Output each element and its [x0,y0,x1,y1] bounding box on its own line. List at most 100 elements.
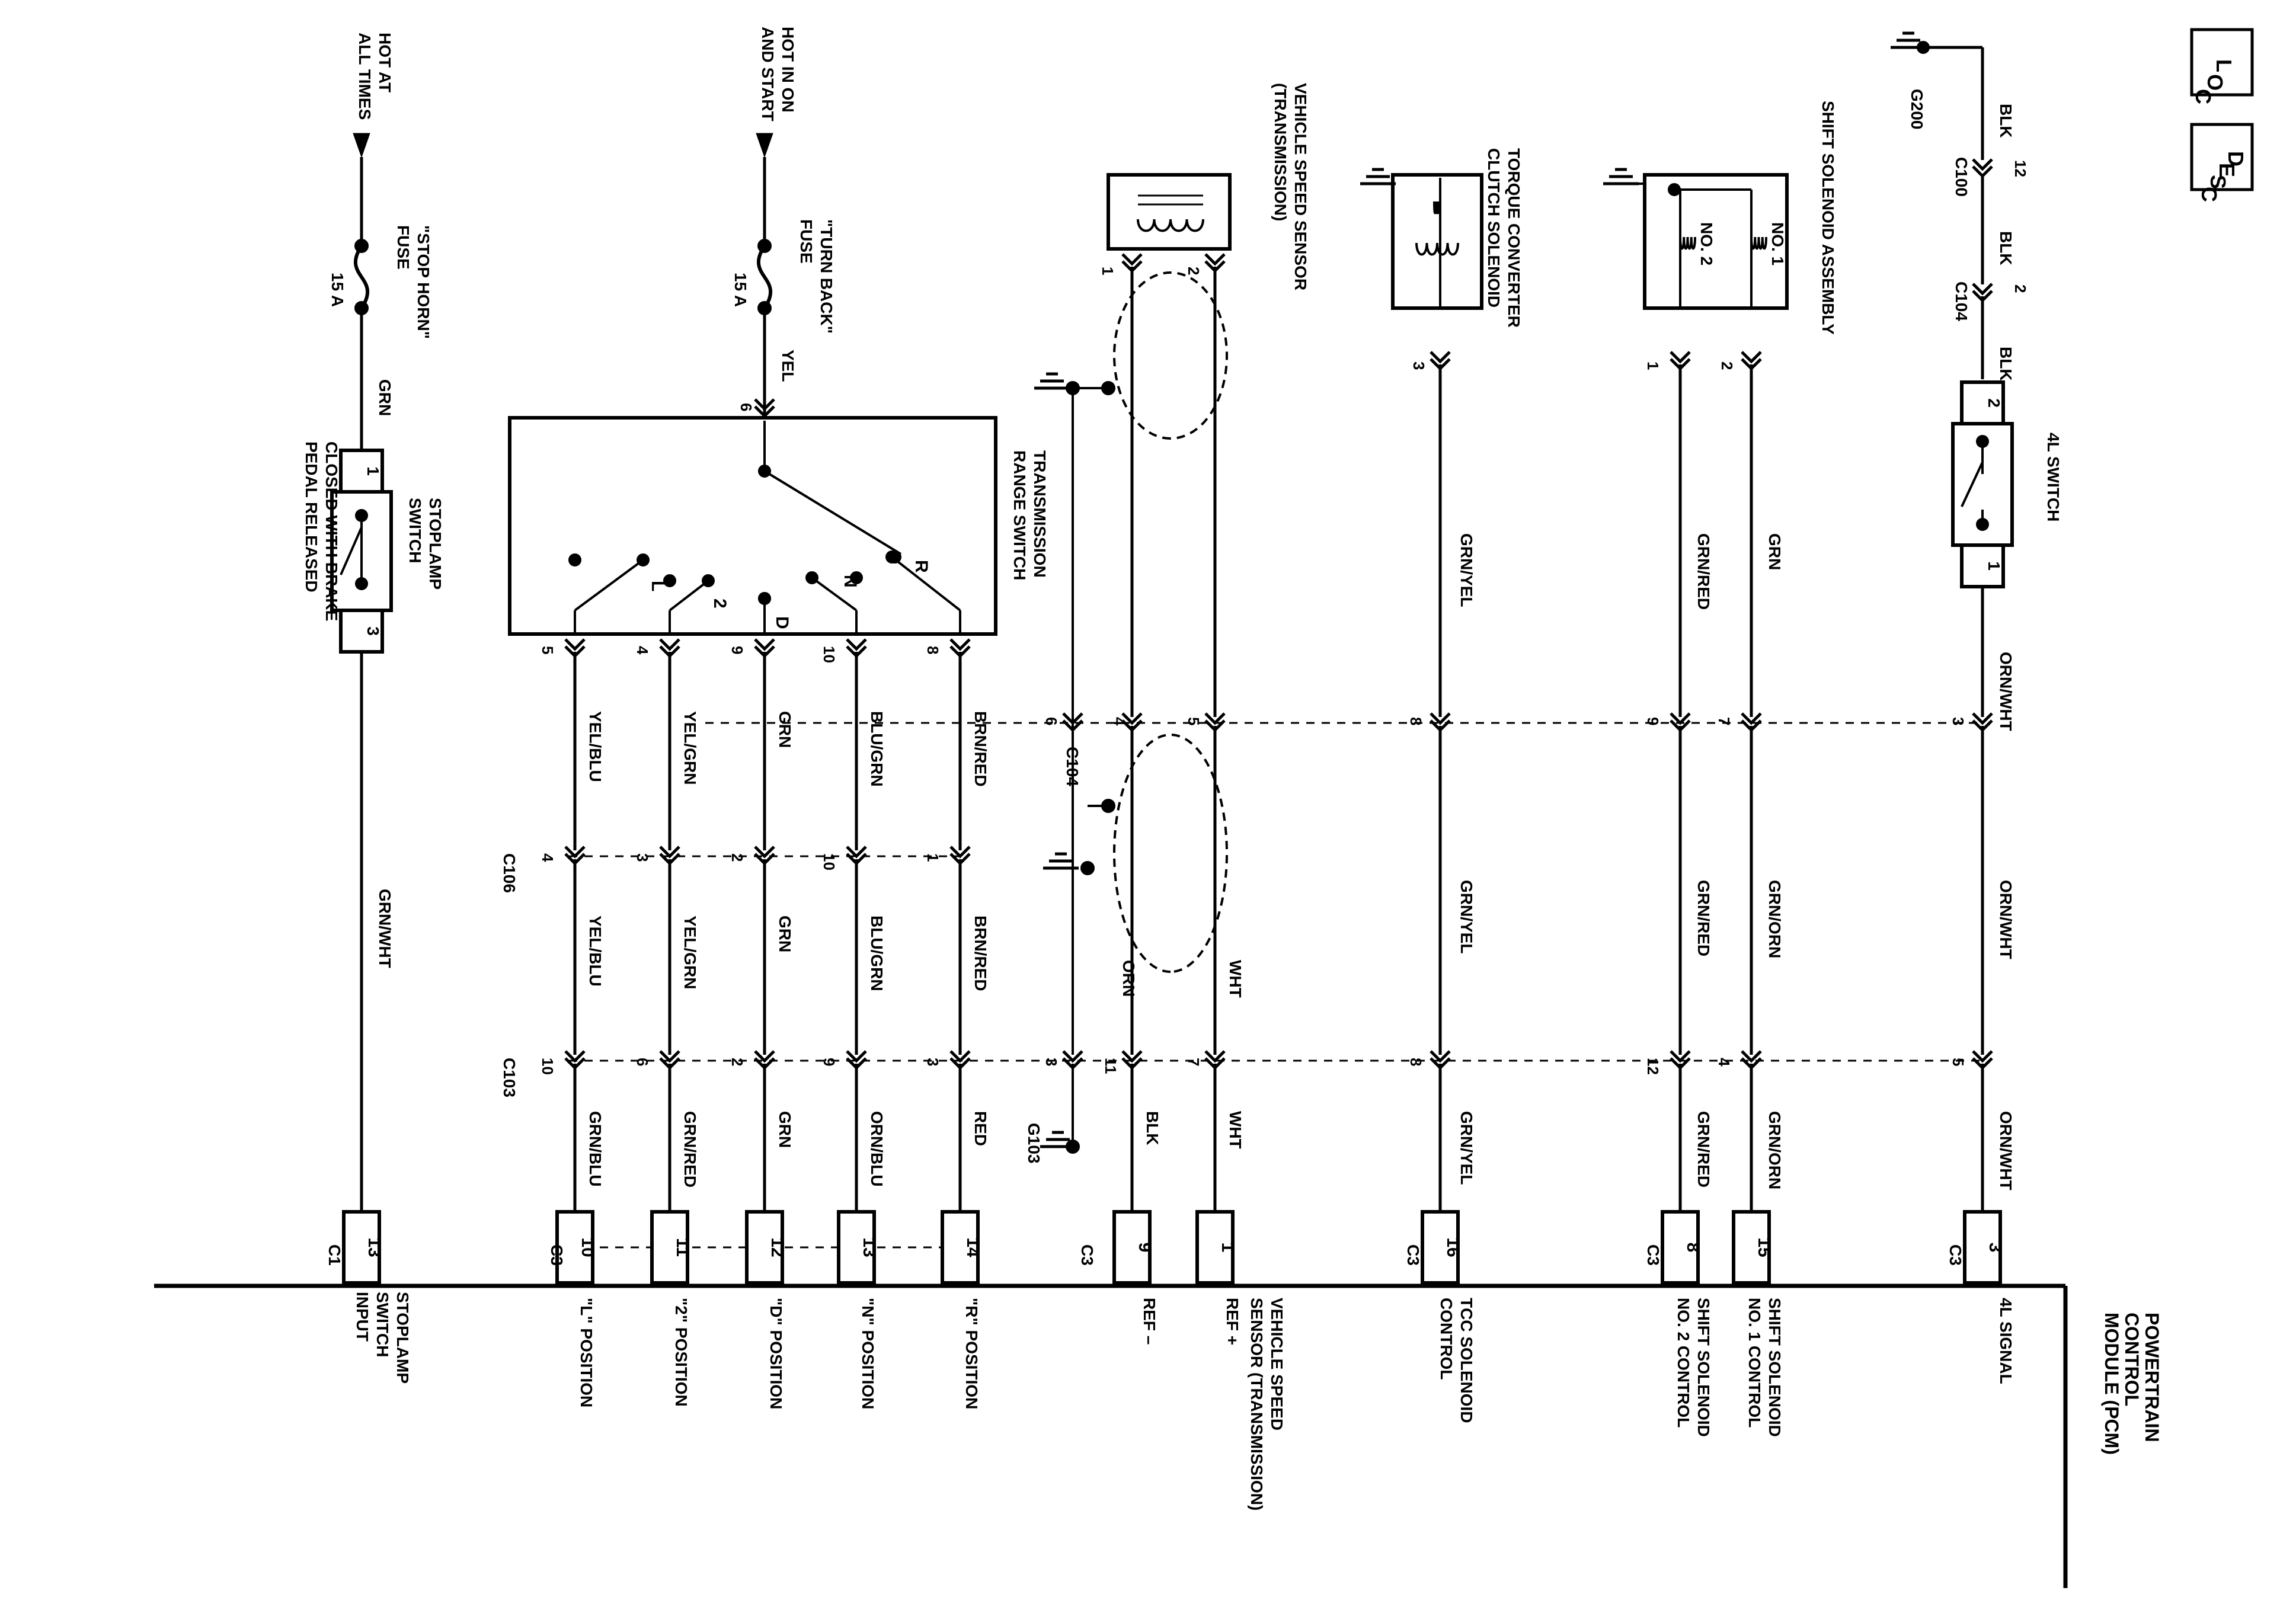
turn-back-fuse-label: FUSE [797,219,816,264]
pcm-title: MODULE (PCM) [2101,1313,2122,1455]
shield-junction [1080,861,1095,875]
pin-number: 3 [634,853,651,862]
wire-color-label: GRN [776,711,794,748]
pcm-pin-stoplamp [342,1210,381,1285]
connector-c3: C3 [1946,1244,1965,1266]
pin-number: 3 [364,626,382,636]
shift-2-pcm-label: NO. 2 CONTROL [1674,1298,1693,1427]
wire-color-label: GRN/ORN [1766,1111,1784,1189]
pin-number: 6 [1043,717,1060,725]
wire-color-label: BRN/RED [971,711,990,787]
stoplamp-pcm-label: SWITCH [373,1292,392,1357]
range-contact-lead [669,580,709,612]
stop-horn-fuse-label: "STOP HORN" [414,225,433,339]
tcc-solenoid [1391,173,1483,310]
pin-number: 3 [1410,361,1428,370]
desc-icon-letter: S [2206,175,2230,189]
wire-color-label: BLU/GRN [868,711,886,787]
turn-back-fuse-rating: 15 A [731,273,750,307]
connector-c3: C3 [548,1244,566,1266]
pin-number: 11 [1102,1058,1120,1074]
pcm-pin-stoplamp-number: 13 [364,1237,384,1257]
stoplamp-switch-title: SWITCH [406,498,424,563]
connector-c3: C3 [1078,1244,1096,1266]
vss-pcm-title: SENSOR (TRANSMISSION) [1248,1298,1266,1510]
pin-number: 3 [924,1058,942,1066]
ground-icon [1603,168,1639,185]
range-contact [850,571,863,584]
pcm-pin-vss-plus-number: 1 [1218,1243,1237,1253]
pin-number: 6 [634,1058,651,1066]
vss-pcm-label: REF – [1140,1298,1159,1345]
loc-icon [2190,28,2254,97]
pcm-pin-range [555,1210,594,1285]
desc-icon-letter: C [2197,187,2221,202]
pcm-pin-range-number: 10 [578,1237,597,1257]
pin-number: 10 [820,646,838,663]
loc-icon-letter: L [2212,59,2236,72]
arrow-icon [353,133,370,158]
pin-number: 2 [728,1058,746,1066]
pin-number: 1 [924,853,942,862]
range-contact-lead [574,559,644,612]
wire-color-label: WHT [1226,1111,1245,1149]
ground-g200: G200 [1908,89,1926,130]
wire-color-label: YEL [779,350,797,382]
switch-contact [355,509,368,522]
range-position-label: L [648,581,667,591]
4l-pcm-label: 4L SIGNAL [1997,1298,2015,1384]
wire-color-label: GRN/WHT [376,889,394,968]
vss-coil-icon [1137,219,1204,232]
pcm-title: POWERTRAIN [2141,1313,2163,1442]
desc-icon-letter: D [2224,151,2248,167]
connector-c103: C103 [500,1058,519,1097]
shift-coil-1-icon [1750,236,1767,250]
desc-icon [2190,123,2254,191]
connector-c3: C3 [1404,1244,1422,1266]
range-switch-title: TRANSMISSION [1031,450,1049,578]
range-pcm-label: "L" POSITION [577,1298,596,1407]
vss-title: VEHICLE SPEED SENSOR [1291,83,1310,290]
switch-blade [340,527,363,575]
loc-icon-letter: C [2191,89,2215,104]
4l-switch-title: 4L SWITCH [2044,433,2062,521]
pin-number: 2 [2012,284,2029,293]
vehicle-speed-sensor [1107,173,1232,251]
g200-junction [1917,41,1930,54]
range-pcm-label: "R" POSITION [962,1298,981,1409]
hot-in-on-start-label: AND START [759,27,777,121]
wire-color-label: GRN [376,379,394,416]
pin-number: 2 [1185,267,1203,275]
wire-color-label: YEL/BLU [586,916,605,987]
stoplamp-note: PEDAL RELEASED [302,441,321,593]
pin-number: 6 [737,403,755,411]
ground-g103: G103 [1025,1123,1043,1164]
shift-no1-label: NO. 1 [1769,222,1787,265]
wire-color-label: YEL/BLU [586,711,605,782]
pcm-pin-vss-minus [1112,1210,1152,1285]
pin-number: 8 [1407,1058,1425,1066]
range-position-label: 2 [710,598,730,609]
pin-number: 5 [539,646,557,654]
connector-c100: C100 [1952,157,1971,197]
connector-c106: C106 [500,853,519,893]
pcm-pin-shift-1 [1732,1210,1771,1285]
wire-color-label: YEL/GRN [681,711,699,785]
connector-c104: C104 [1952,281,1971,321]
switch-contact [355,577,368,590]
wire-color-label: GRN [776,1111,794,1148]
pcm-pin-range [837,1210,876,1285]
shift-1-pcm-label: SHIFT SOLENOID [1766,1298,1784,1437]
pin-number: 2 [1718,361,1736,370]
pcm-pin-range-number: 12 [768,1237,787,1257]
pcm-pin-tcc-number: 16 [1443,1237,1463,1257]
wire-color-label: GRN/RED [681,1111,699,1188]
wire-color-label: GRN/ORN [1766,880,1784,958]
range-wiper [763,470,902,555]
pcm-pin-vss-plus [1195,1210,1235,1285]
wire-color-label: GRN/YEL [1457,880,1476,953]
ground-icon [1043,852,1079,870]
pcm-title: CONTROL [2121,1313,2142,1406]
vss-pcm-title: VEHICLE SPEED [1268,1298,1286,1430]
